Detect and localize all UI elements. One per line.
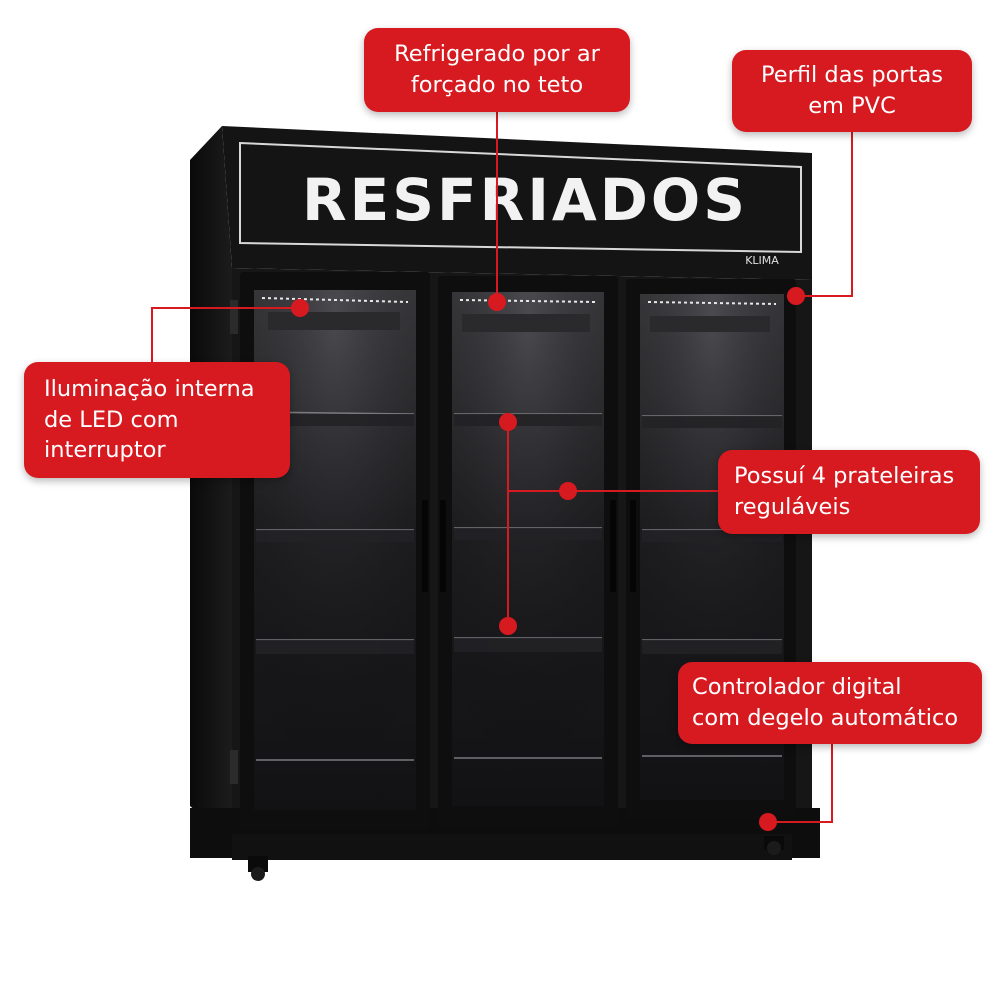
door-middle: [438, 276, 618, 826]
refrigerator: RESFRIADOS KLIMA: [190, 126, 820, 881]
leader-controller: [768, 744, 833, 823]
dot-shelf-3: [499, 617, 517, 635]
callout-shelves: Possuí 4 prateleiras reguláveis: [718, 450, 980, 534]
callout-leaders: [151, 112, 853, 823]
callout-pvc-doors-line1: Perfil das portas: [760, 62, 943, 89]
led-strip-left: [261, 297, 409, 303]
air-unit-left: [268, 312, 400, 330]
door-handle-left: [422, 500, 428, 592]
callout-pvc-doors: Perfil das portas em PVC: [732, 50, 972, 132]
door-handle-right: [630, 500, 636, 592]
caster-right: [764, 836, 784, 855]
callout-roof-cooling-line2: forçado no teto: [410, 72, 584, 98]
callout-pvc-doors-line2: em PVC: [808, 93, 896, 119]
callout-controller: Controlador digital com degelo automátic…: [678, 662, 982, 744]
door-left: [240, 272, 430, 830]
air-unit-right: [650, 316, 770, 332]
callout-controller-line2: com degelo automático: [692, 705, 959, 731]
cabinet-kick-plate: [232, 834, 792, 860]
callout-shelves-line1: Possuí 4 prateleiras: [734, 463, 955, 490]
hinge-left-bottom: [230, 750, 238, 784]
callout-led-lighting: Iluminação interna de LED com interrupto…: [24, 362, 290, 478]
dot-shelf-1: [499, 413, 517, 431]
brand-logo-text: KLIMA: [745, 254, 779, 267]
dot-roof: [488, 293, 506, 311]
door-handle-middle: [440, 500, 446, 592]
door-handle-middle-right: [610, 500, 616, 592]
dot-shelf-2: [559, 482, 577, 500]
callout-controller-line1: Controlador digital: [692, 674, 902, 701]
product-sign-text: RESFRIADOS: [302, 166, 748, 234]
cabinet-side-panel: [190, 126, 232, 842]
dot-led: [291, 299, 309, 317]
caster-left: [248, 856, 268, 881]
callout-led-lighting-line1: Iluminação interna: [44, 376, 255, 403]
hinge-left-top: [230, 300, 238, 334]
sign-frame: [239, 141, 802, 254]
callout-led-lighting-line3: interruptor: [44, 437, 166, 464]
led-strip-middle: [459, 299, 597, 303]
callout-shelves-line2: reguláveis: [734, 494, 851, 520]
leader-pvc: [798, 132, 853, 297]
callout-led-lighting-line2: de LED com: [44, 406, 179, 433]
dot-controller: [759, 813, 777, 831]
dot-pvc: [787, 287, 805, 305]
cabinet-header: [222, 126, 812, 280]
callout-dots: [291, 287, 805, 831]
callout-roof-cooling: Refrigerado por ar forçado no teto: [364, 28, 630, 112]
leader-led: [151, 307, 300, 362]
callout-roof-cooling-line1: Refrigerado por ar: [394, 41, 600, 68]
air-unit-middle: [462, 314, 590, 332]
door-right: [626, 279, 796, 819]
